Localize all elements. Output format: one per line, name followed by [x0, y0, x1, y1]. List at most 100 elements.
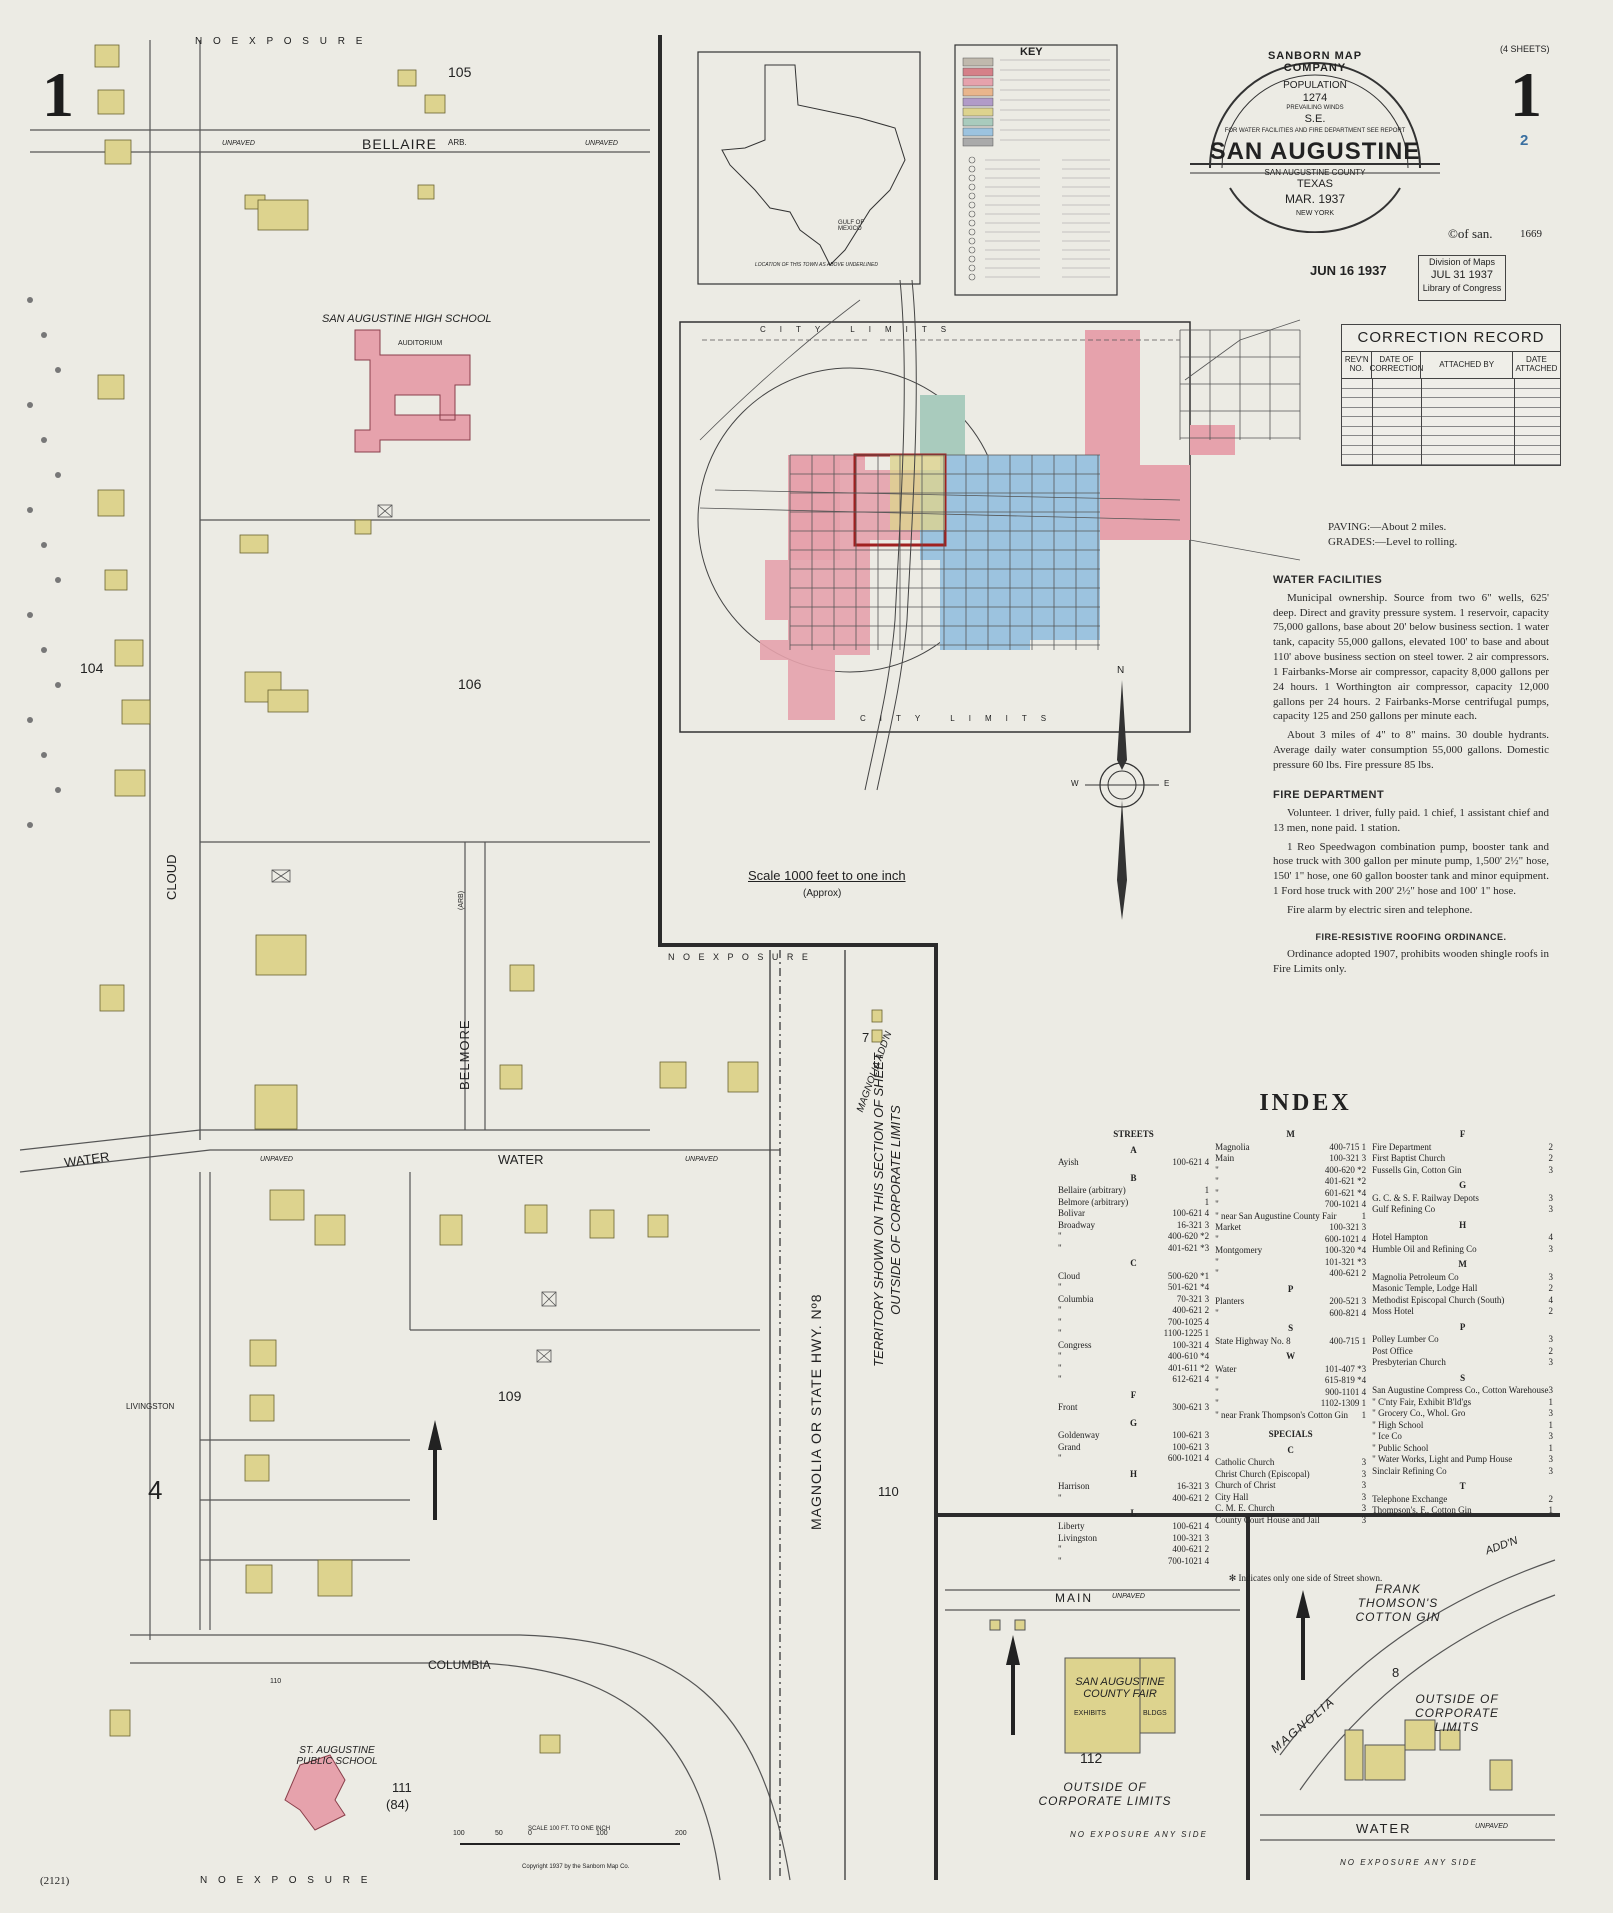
- index-entry: State Highway No. 8 400-715 1: [1215, 1336, 1366, 1348]
- index-entry-name: ": [1058, 1555, 1062, 1566]
- dwelling: [269, 1189, 305, 1221]
- dwelling: [239, 534, 269, 554]
- dwelling: [99, 984, 125, 1012]
- dwelling: [727, 1061, 759, 1093]
- index-entry-name: Fire Department: [1372, 1141, 1432, 1152]
- compass-rose: [1085, 680, 1159, 920]
- dwelling: [255, 934, 307, 976]
- index-entry-name: Telephone Exchange: [1372, 1493, 1448, 1504]
- dwelling: [121, 699, 151, 725]
- index-group-letter: G: [1130, 1417, 1138, 1428]
- index-entry: Livingston 100-321 3: [1058, 1533, 1209, 1545]
- index-entry-name: " near Frank Thompson's Cotton Gin: [1215, 1409, 1348, 1420]
- dwelling: [871, 1009, 883, 1023]
- report-block: PAVING:—About 2 miles. GRADES:—Level to …: [1273, 520, 1549, 980]
- index-entry-range: 3: [1548, 1192, 1554, 1203]
- index-entry-range: 615-819 *4: [1324, 1375, 1367, 1386]
- index-entry-range: 70-321 3: [1176, 1293, 1210, 1304]
- scale-tick-2: 0: [528, 1830, 532, 1837]
- sheet-number-right: 1: [1510, 59, 1542, 130]
- index-entry-name: Moss Hotel: [1372, 1306, 1414, 1317]
- no-exposure-gin: NO EXPOSURE ANY SIDE: [1340, 1858, 1478, 1867]
- dwelling: [417, 184, 435, 200]
- index-entry-name: ": [1058, 1316, 1062, 1327]
- index-entry-name: ": [1215, 1164, 1219, 1175]
- street-water-mid: WATER: [498, 1152, 544, 1167]
- index-entry: " 700-1021 4: [1215, 1199, 1366, 1211]
- index-entry-name: Ayish: [1058, 1157, 1079, 1168]
- index-entry-name: " Public School: [1372, 1442, 1429, 1453]
- dwelling: [97, 89, 125, 115]
- index-entry-range: 1: [1361, 1210, 1367, 1221]
- index-entry-name: Goldenway: [1058, 1430, 1100, 1441]
- copyright-line: Copyright 1937 by the Sanborn Map Co.: [522, 1864, 630, 1870]
- key-legend: [954, 44, 1118, 296]
- index-entry-range: 401-621 *3: [1167, 1242, 1210, 1253]
- no-exposure-bottom: N O E X P O S U R E: [200, 1875, 372, 1886]
- index-group-letter: L: [1130, 1508, 1137, 1519]
- index-entry-range: 3: [1361, 1514, 1367, 1525]
- water-facilities-p2: About 3 miles of 4" to 8" mains. 30 doub…: [1273, 729, 1549, 771]
- key-swatches: [962, 57, 1110, 281]
- scale-tick-1: 50: [495, 1830, 503, 1837]
- dwelling: [397, 69, 417, 87]
- index-entry-name: ": [1058, 1374, 1062, 1385]
- index-entry-name: ": [1215, 1398, 1219, 1409]
- left-streets: [19, 40, 791, 1881]
- index-entry: " 101-321 *3: [1215, 1257, 1366, 1269]
- index-entry-range: 400-620 *2: [1324, 1164, 1367, 1175]
- county-fair-label: SAN AUGUSTINE COUNTY FAIR: [1075, 1676, 1165, 1700]
- dwelling: [267, 689, 309, 713]
- index-entry-name: San Augustine Compress Co., Cotton Wareh…: [1372, 1385, 1549, 1396]
- scale-tick-0: 100: [453, 1830, 465, 1837]
- index-entry-range: 1102-1309 1: [1320, 1398, 1367, 1409]
- block-7: 7: [862, 1030, 870, 1045]
- street-magnolia: MAGNOLIA OR STATE HWY. Nº8: [808, 1293, 824, 1531]
- index-group-letter: C: [1287, 1444, 1294, 1455]
- index-entry: " 612-621 4: [1058, 1374, 1209, 1386]
- index-entry-name: ": [1215, 1187, 1219, 1198]
- index-entry: " 700-1025 4: [1058, 1317, 1209, 1329]
- index-entry-name: Harrison: [1058, 1481, 1090, 1492]
- index-entry: Front 300-621 3: [1058, 1402, 1209, 1414]
- index-group-letter: P: [1287, 1283, 1294, 1294]
- title-seal: SANBORN MAP COMPANY POPULATION 1274 PREV…: [1180, 48, 1450, 233]
- index-entry-range: 16-321 3: [1176, 1219, 1210, 1230]
- corr-col-attached-by: ATTACHED BY: [1421, 352, 1513, 378]
- index-entry-name: Bolivar: [1058, 1208, 1085, 1219]
- index-entry-name: Cloud: [1058, 1270, 1081, 1281]
- library-stamp: Division of Maps JUL 31 1937 Library of …: [1418, 255, 1506, 301]
- index-entry-range: 400-715 1: [1329, 1141, 1367, 1152]
- dwelling: [499, 1064, 523, 1090]
- index-entry: San Augustine Compress Co., Cotton Wareh…: [1372, 1385, 1553, 1397]
- index-entry-range: 1100-1225 1: [1163, 1328, 1210, 1339]
- index-entry-range: 501-621 *4: [1167, 1282, 1210, 1293]
- block-8: 8: [1392, 1665, 1400, 1680]
- block-4: 4: [148, 1475, 163, 1505]
- index-entry-name: Humble Oil and Refining Co: [1372, 1243, 1477, 1254]
- index-entry: " 615-819 *4: [1215, 1375, 1366, 1387]
- correction-record: CORRECTION RECORD REV'N NO. DATE OF CORR…: [1341, 324, 1561, 466]
- index-entry-range: 1: [1548, 1419, 1554, 1430]
- index-entry-range: 100-621 3: [1172, 1430, 1210, 1441]
- auditorium-label: AUDITORIUM: [398, 340, 443, 347]
- scale-small: SCALE 100 FT. TO ONE INCH: [528, 1826, 611, 1832]
- index-entry: " 400-620 *2: [1215, 1165, 1366, 1177]
- block-104: 104: [80, 660, 104, 676]
- cotton-gin-label: FRANK THOMSON'S COTTON GIN: [1355, 1582, 1441, 1624]
- index-entry: Grand 100-621 3: [1058, 1442, 1209, 1454]
- dwelling: [257, 199, 309, 231]
- index-entry-name: Magnolia Petroleum Co: [1372, 1271, 1459, 1282]
- seal-winds: S.E.: [1304, 113, 1326, 125]
- index-entry: Main 100-321 3: [1215, 1153, 1366, 1165]
- correction-record-header: REV'N NO. DATE OF CORRECTION ATTACHED BY…: [1342, 352, 1560, 379]
